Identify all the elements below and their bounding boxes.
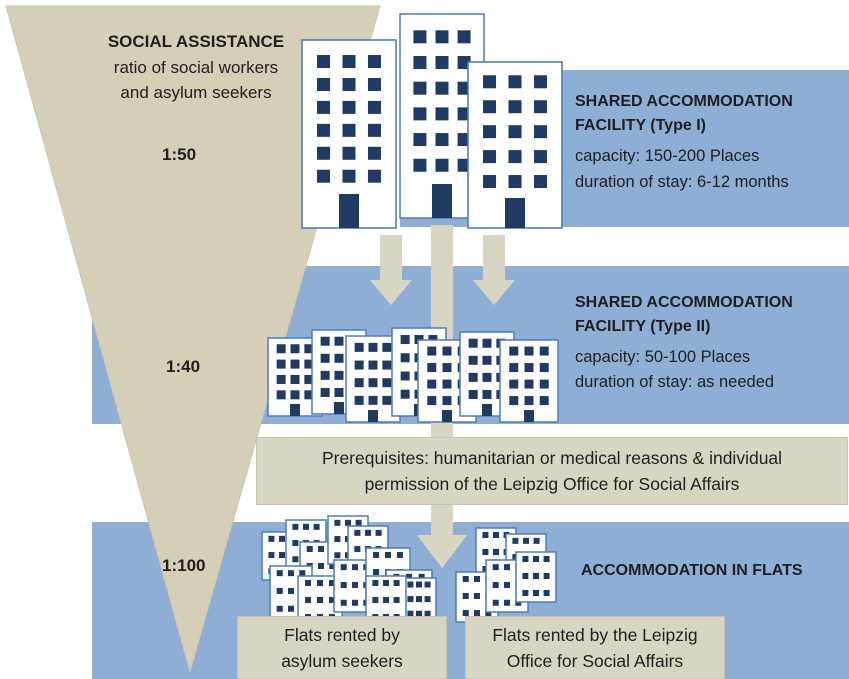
- large-building-icon: [467, 61, 563, 229]
- ratio-caption-line-2: and asylum seekers: [120, 83, 272, 102]
- flats-by-asylum-seekers-line-1: Flats rented by: [284, 625, 400, 645]
- social-assistance-title: SOCIAL ASSISTANCE: [107, 32, 285, 51]
- ratio-caption-line-1: ratio of social workers: [113, 58, 279, 77]
- flats-by-office-line-2: Office for Social Affairs: [506, 651, 684, 671]
- medium-building-icon: [345, 335, 401, 423]
- large-building-icon: [301, 39, 397, 229]
- flat-building-icon: [401, 577, 437, 623]
- type-1-capacity: capacity: 150-200 Places: [575, 147, 760, 165]
- type-2-capacity: capacity: 50-100 Places: [575, 348, 751, 366]
- flats-title: ACCOMMODATION IN FLATS: [581, 562, 803, 579]
- prerequisites-line-2: permission of the Leipzig Office for Soc…: [364, 474, 740, 494]
- type-1-duration: duration of stay: 6-12 months: [575, 173, 789, 191]
- main-down-arrow: [417, 535, 467, 568]
- type-2-title-line-1: SHARED ACCOMMODATION: [575, 294, 793, 311]
- prerequisites-box: Prerequisites: humanitarian or medical r…: [256, 437, 848, 505]
- type-1-title-line-2: FACILITY (Type I): [575, 117, 706, 134]
- type-2-title-line-2: FACILITY (Type II): [575, 318, 711, 335]
- medium-building-icon: [499, 339, 559, 423]
- prerequisites-line-1: Prerequisites: humanitarian or medical r…: [321, 448, 783, 468]
- flats-by-asylum-seekers-line-2: asylum seekers: [281, 651, 403, 671]
- ratio-flats: 1:100: [162, 556, 206, 575]
- arrow-left: [370, 235, 412, 305]
- buildings-group: [261, 13, 563, 627]
- ratio-type-1: 1:50: [162, 145, 197, 164]
- flats-by-office-line-1: Flats rented by the Leipzig: [492, 625, 698, 645]
- type-1-title-line-1: SHARED ACCOMMODATION: [575, 93, 793, 110]
- flat-building-icon: [515, 551, 557, 603]
- ratio-type-2: 1:40: [166, 357, 201, 376]
- flats-by-office-box: Flats rented by the Leipzig Office for S…: [465, 616, 725, 679]
- arrow-right: [473, 235, 515, 305]
- type-2-duration: duration of stay: as needed: [575, 373, 775, 391]
- flats-by-asylum-seekers-box: Flats rented by asylum seekers: [237, 616, 447, 679]
